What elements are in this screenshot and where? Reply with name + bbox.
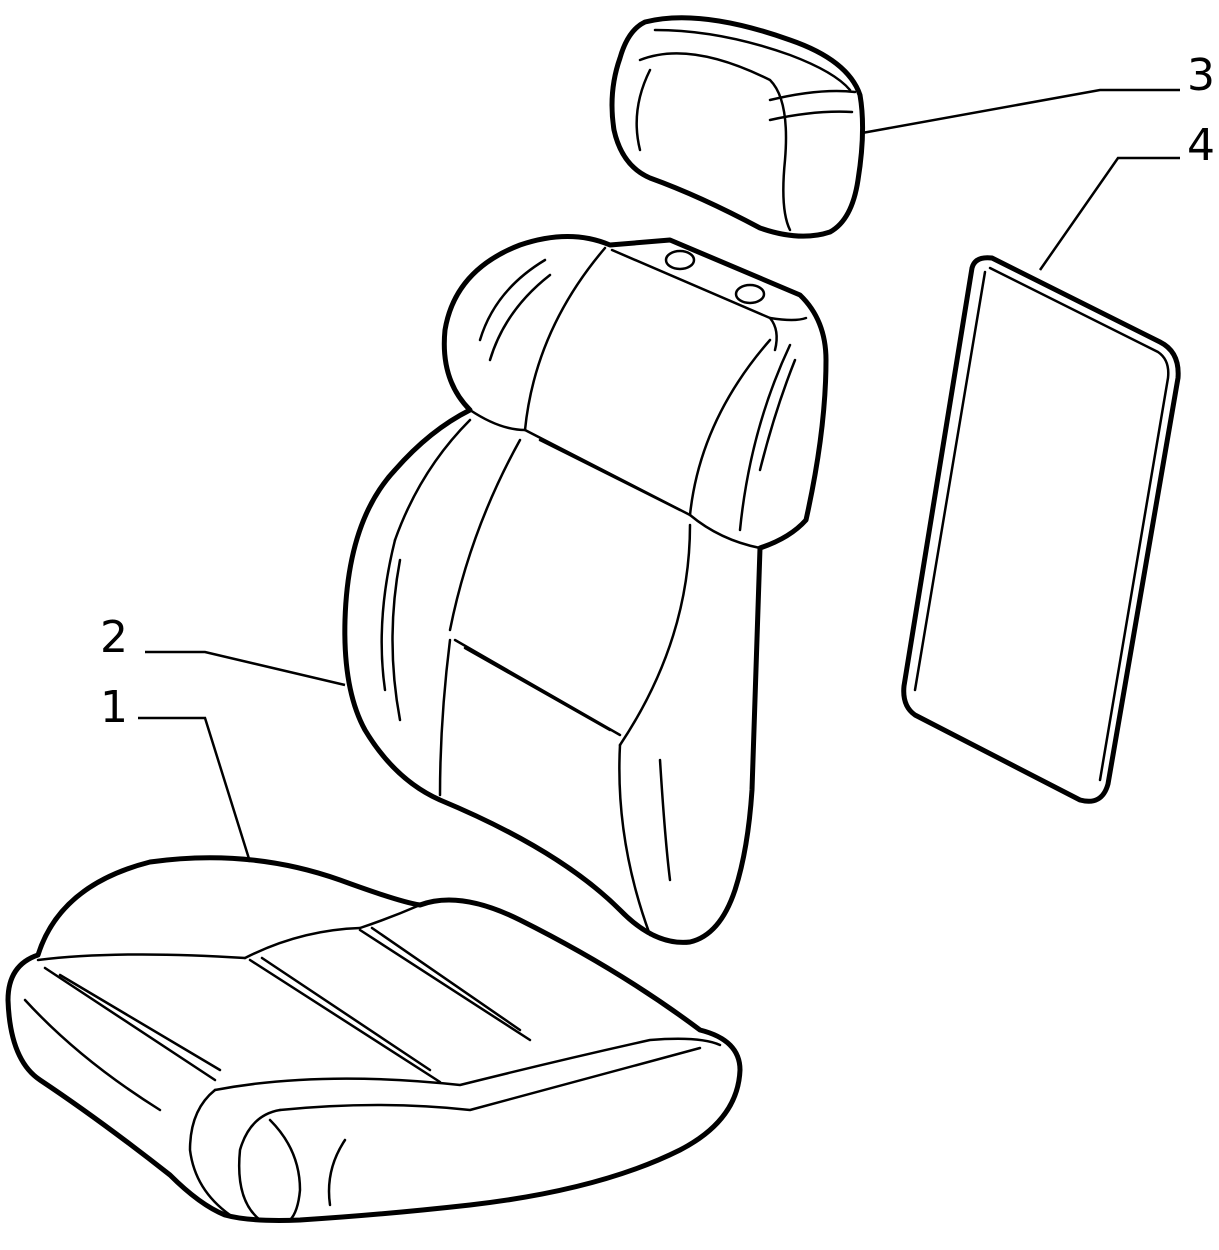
callout-1: 1 [100,682,128,733]
leader-line-2 [145,650,346,687]
backrest-rear-panel [901,255,1181,804]
callout-2: 2 [100,612,128,663]
seat-backrest [342,234,829,945]
seat-cushion [5,855,743,1223]
headrest [609,15,866,239]
callout-3: 3 [1187,50,1215,101]
leader-line-1 [138,716,252,863]
leader-lines [138,88,1180,863]
leader-line-3 [861,88,1180,135]
callout-4: 4 [1187,120,1215,171]
leader-line-4 [1038,156,1180,271]
